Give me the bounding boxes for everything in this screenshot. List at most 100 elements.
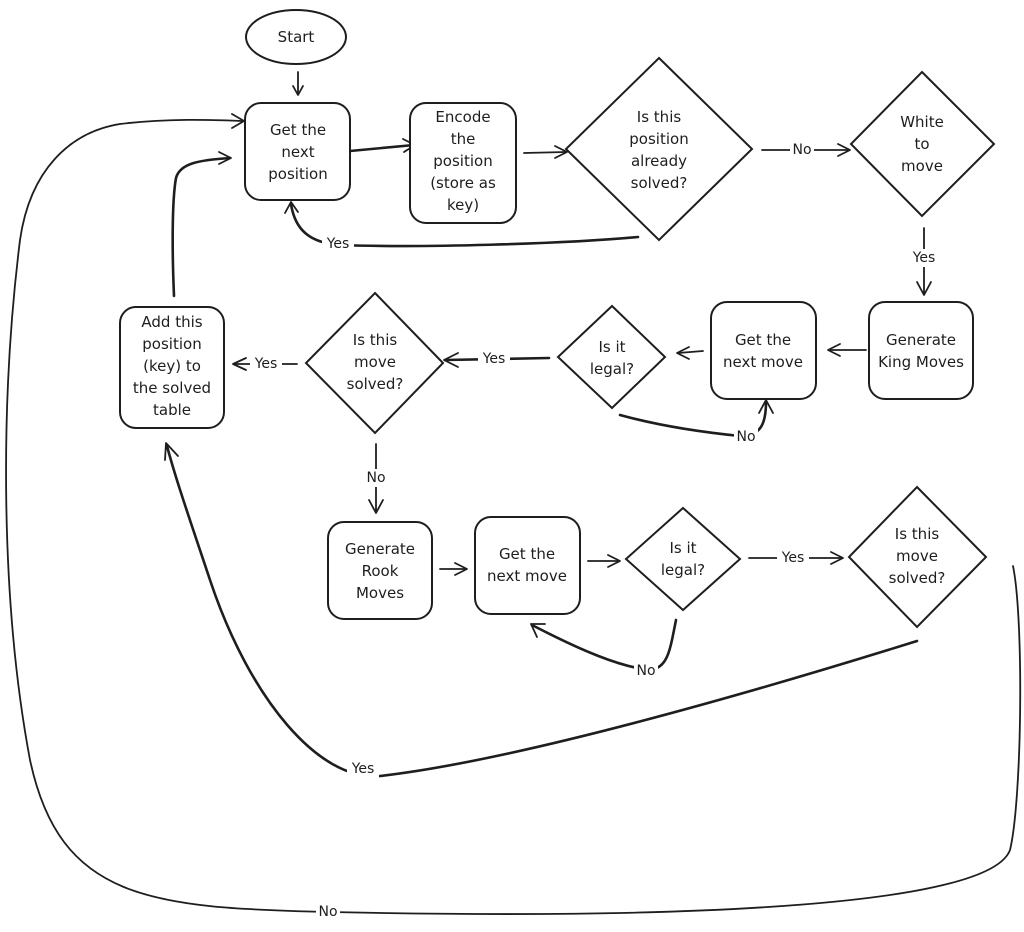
label-position-solved-no: No [790, 141, 814, 159]
node-label-line: Is this [895, 525, 940, 543]
arrowhead [830, 551, 844, 565]
node-label-line: the solved [133, 379, 211, 397]
label-text: Yes [482, 351, 506, 367]
node-label-line: Is this [353, 331, 398, 349]
get-next-move-king-box [710, 301, 817, 400]
node-label-line: Is it [669, 539, 696, 557]
label-bg [347, 760, 379, 778]
node-label-line: move [354, 353, 396, 371]
arrowhead [916, 281, 932, 296]
label-text: Yes [781, 550, 805, 566]
move-solved-king-node[interactable]: Is this move solved? [304, 291, 445, 435]
label-bg [364, 469, 388, 487]
label-text: Yes [326, 236, 350, 252]
arrowhead [232, 357, 247, 371]
arrowhead [443, 352, 459, 368]
label-text: Yes [254, 356, 278, 372]
node-label-line: solved? [889, 569, 946, 587]
is-legal-king-node[interactable]: Is it legal? [556, 304, 667, 410]
arrowhead [368, 499, 384, 514]
node-label-line: move [901, 157, 943, 175]
arrowhead [454, 562, 468, 576]
label-text: Yes [912, 250, 936, 266]
is-legal-rook-diamond [624, 506, 742, 612]
arrowhead [530, 623, 546, 638]
is-legal-rook-text: Is it legal? [661, 539, 705, 579]
node-label-line: key) [447, 196, 479, 214]
edge-labels: No Yes Yes Yes No Yes No Yes [250, 141, 941, 921]
node-label-line: Get the [735, 331, 791, 349]
move-solved-king-text: Is this move solved? [347, 331, 404, 393]
node-label-line: White [900, 113, 944, 131]
start-text: Start [278, 28, 315, 46]
start-node[interactable]: Start [245, 9, 347, 65]
label-white-to-move-no: No [316, 903, 340, 921]
arrowhead [292, 85, 304, 96]
is-legal-king-text: Is it legal? [590, 338, 634, 378]
node-label-line: (store as [430, 174, 496, 192]
label-bg [734, 428, 758, 446]
arrowhead [607, 554, 621, 568]
node-label-line: Start [278, 28, 315, 46]
label-bg [790, 141, 814, 159]
is-legal-rook-node[interactable]: Is it legal? [624, 506, 742, 612]
node-label-line: solved? [347, 375, 404, 393]
label-text: No [636, 663, 655, 679]
node-label-line: move [896, 547, 938, 565]
label-rook-move-solved-yes: Yes [347, 760, 379, 778]
is-legal-king-diamond [556, 304, 667, 410]
arrowhead [164, 442, 179, 461]
label-position-solved-yes: Yes [322, 235, 354, 253]
node-label-line: Generate [886, 331, 956, 349]
node-label-line: legal? [590, 360, 634, 378]
edge-get-position-to-encode [348, 143, 416, 153]
move-solved-rook-node[interactable]: Is this move solved? [847, 485, 988, 629]
generate-rook-moves-box [327, 521, 433, 620]
edge-king-legal-no [618, 400, 768, 438]
node-label-line: table [153, 401, 191, 419]
node-label-line: Get the [270, 121, 326, 139]
edge-encode-to-position-solved [523, 151, 567, 154]
node-label-line: Is it [598, 338, 625, 356]
edge-position-solved-yes [289, 202, 640, 248]
node-label-line: already [631, 152, 687, 170]
position-solved-diamond [564, 56, 754, 242]
label-rook-legal-no: No [634, 662, 658, 680]
label-bg [634, 662, 658, 680]
move-solved-rook-text: Is this move solved? [889, 525, 946, 587]
label-rook-legal-yes: Yes [777, 549, 809, 567]
add-position-box [119, 306, 225, 429]
label-king-move-solved-no: No [364, 469, 388, 487]
node-label-line: Add this [141, 313, 202, 331]
label-text: No [736, 429, 755, 445]
label-bg [250, 355, 282, 373]
node-label-line: solved? [631, 174, 688, 192]
node-label-line: legal? [661, 561, 705, 579]
get-next-position-box [244, 102, 351, 201]
arrowhead [827, 343, 841, 357]
label-text: No [792, 142, 811, 158]
label-bg [322, 235, 354, 253]
edge-rook-move-solved-no [5, 118, 1022, 915]
arrowhead [284, 201, 299, 214]
encode-position-box [409, 102, 517, 224]
node-label-line: Generate [345, 540, 415, 558]
node-label-line: next [281, 143, 314, 161]
